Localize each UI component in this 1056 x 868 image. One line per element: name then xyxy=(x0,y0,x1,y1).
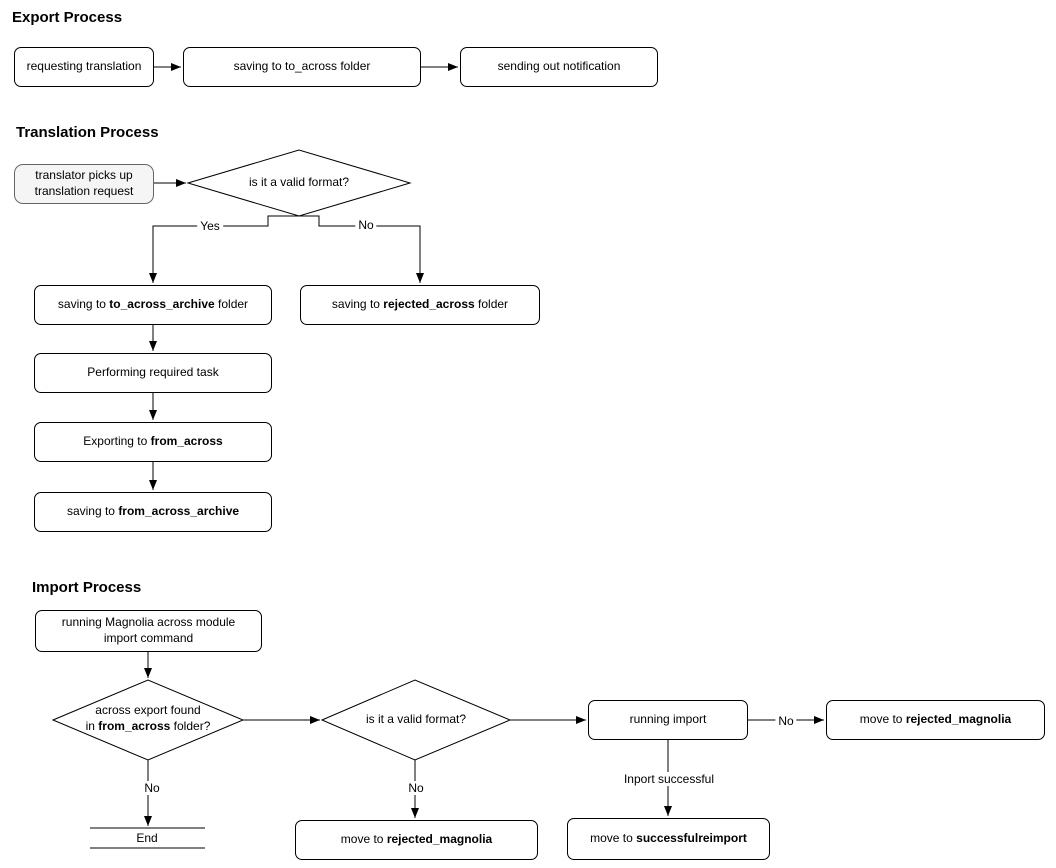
edge-label-no-running-import: No xyxy=(775,714,797,728)
edge-decision-no xyxy=(299,215,424,283)
edge-label-no-across-export: No xyxy=(141,781,163,795)
decision-valid-format-1-label: is it a valid format? xyxy=(248,175,350,190)
node-from-across-archive: saving to from_across_archive xyxy=(34,492,272,532)
node-saving-to-across: saving to to_across folder xyxy=(183,47,421,87)
decision-valid-format-1-shape xyxy=(186,149,412,217)
node-rejected-magnolia-bottom: move to rejected_magnolia xyxy=(295,820,538,860)
node-sending-notification: sending out notification xyxy=(460,47,658,87)
edge-decision-yes xyxy=(149,215,299,283)
node-running-import: running import xyxy=(588,700,748,740)
section-title-import: Import Process xyxy=(32,579,142,596)
edge-label-yes-translation: Yes xyxy=(197,219,223,233)
section-title-export: Export Process xyxy=(12,9,123,26)
end-terminator-label: End xyxy=(136,831,158,846)
section-title-translation: Translation Process xyxy=(16,124,159,141)
decision-valid-format-2-label: is it a valid format? xyxy=(365,712,467,727)
node-successful-reimport: move to successfulreimport xyxy=(567,818,770,860)
edge-label-no-valid-format-2: No xyxy=(405,781,427,795)
node-rejected-across: saving to rejected_across folder xyxy=(300,285,540,325)
edge-label-import-successful: Inport successful xyxy=(620,772,718,786)
node-requesting-translation: requesting translation xyxy=(14,47,154,87)
node-performing-task: Performing required task xyxy=(34,353,272,393)
node-rejected-magnolia-right: move to rejected_magnolia xyxy=(826,700,1045,740)
edge-label-no-translation: No xyxy=(355,218,377,232)
node-exporting-from-across: Exporting to from_across xyxy=(34,422,272,462)
node-to-across-archive: saving to to_across_archive folder xyxy=(34,285,272,325)
